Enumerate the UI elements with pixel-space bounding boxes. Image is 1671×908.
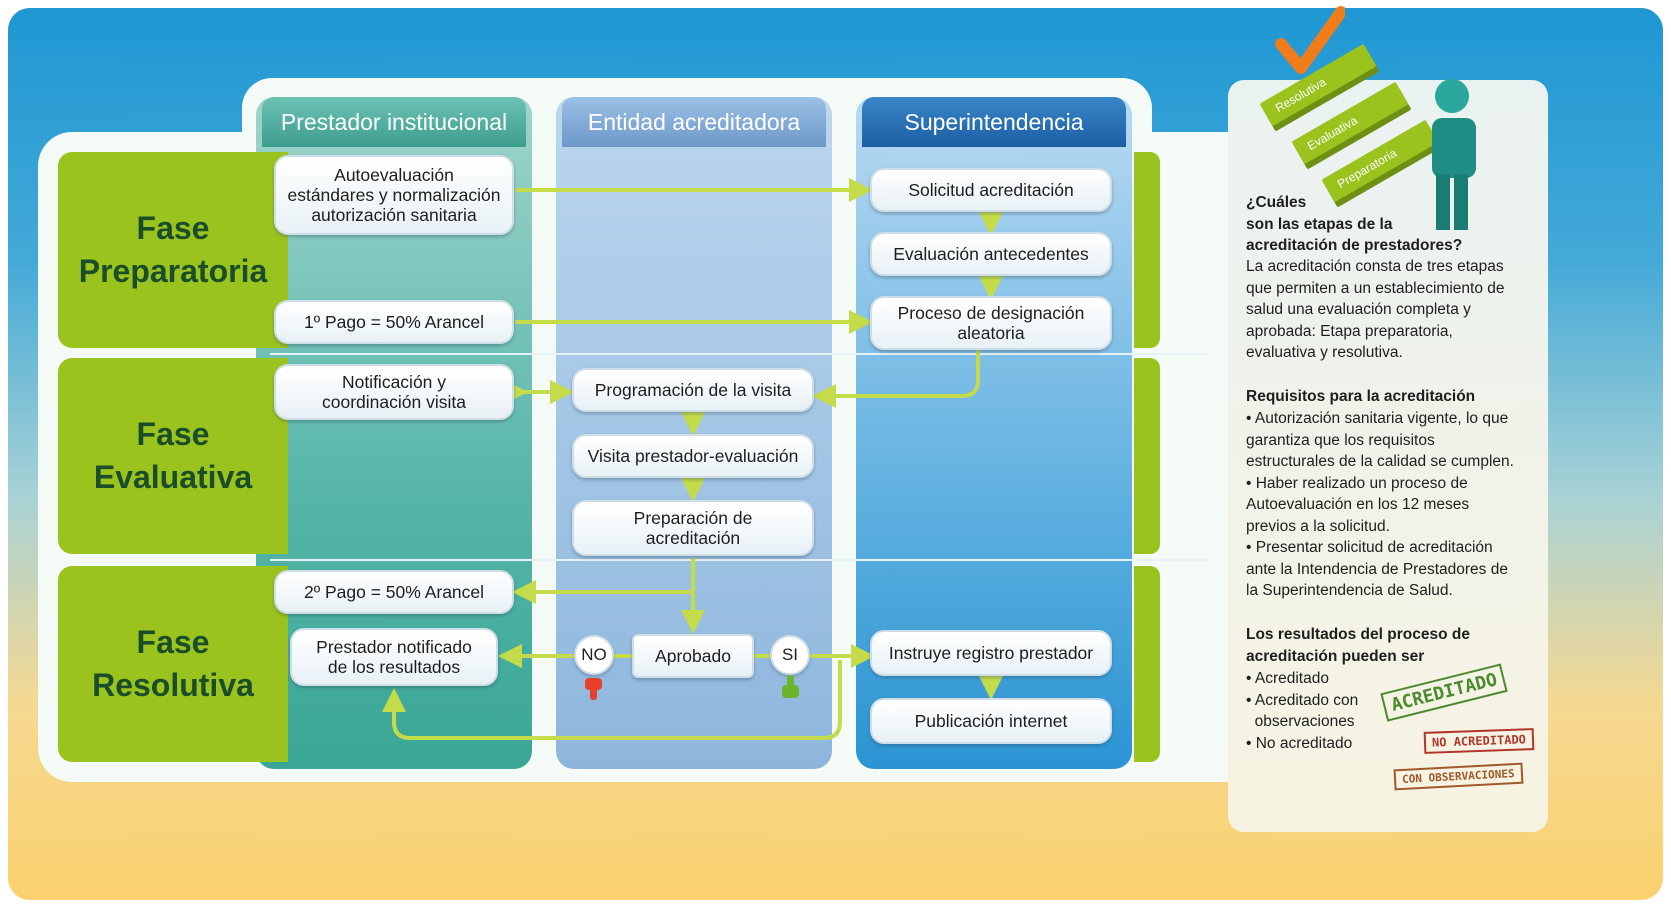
thumbs-down-icon (585, 678, 602, 700)
phase-evaluativa: Fase Evaluativa (58, 358, 288, 554)
person-figure-icon (1432, 79, 1476, 230)
box-aprobado: Aprobado (632, 634, 754, 678)
box-solicitud: Solicitud acreditación (870, 168, 1112, 212)
phase-bar-right-3 (1134, 566, 1160, 762)
box-visita: Visita prestador-evaluación (572, 434, 814, 478)
phase-bar-right-2 (1134, 358, 1160, 554)
box-publicacion: Publicación internet (870, 698, 1112, 744)
panel-requirements-body: • Autorización sanitaria vigente, lo que… (1246, 410, 1514, 599)
info-panel (1228, 80, 1548, 832)
panel-results-title: Los resultados del proceso de acreditaci… (1246, 626, 1470, 665)
phase-preparatoria: Fase Preparatoria (58, 152, 288, 348)
panel-question-title: ¿Cuáles son las etapas de la acreditació… (1246, 194, 1463, 254)
phase-evaluativa-label: Fase Evaluativa (93, 416, 253, 495)
phase-divider-1 (270, 353, 1208, 355)
checkmark-icon (1275, 6, 1345, 74)
phase-divider-2 (270, 559, 1208, 561)
arrow-designacion-programacion (812, 350, 980, 408)
arrow-preparacion-pago2 (512, 558, 695, 604)
phase-resolutiva: Fase Resolutiva (58, 566, 288, 762)
phase-resolutiva-label: Fase Resolutiva (92, 624, 254, 703)
box-programacion: Programación de la visita (572, 368, 814, 412)
box-designacion: Proceso de designación aleatoria (870, 296, 1112, 350)
stamp-no-acreditado: NO ACREDITADO (1423, 728, 1535, 754)
decision-no: NO (574, 635, 614, 675)
panel-results-body: • Acreditado • Acreditado con observacio… (1246, 670, 1359, 752)
arrow-instruye-notificado (382, 660, 842, 740)
box-instruye: Instruye registro prestador (870, 630, 1112, 676)
box-notificacion: Notificación y coordinación visita (274, 364, 514, 420)
phase-bar-right-1 (1134, 152, 1160, 348)
phase-preparatoria-label: Fase Preparatoria (78, 210, 268, 289)
box-preparacion: Preparación de acreditación (572, 500, 814, 556)
box-autoevaluacion: Autoevaluación estándares y normalizació… (274, 155, 514, 235)
decision-si: SI (770, 635, 810, 675)
panel-question-body: La acreditación consta de tres etapas qu… (1246, 258, 1505, 361)
column-header-superintendencia: Superintendencia (862, 97, 1126, 147)
thumbs-up-icon (782, 675, 799, 698)
box-pago1: 1º Pago = 50% Arancel (274, 300, 514, 344)
box-prestador-notificado: Prestador notificado de los resultados (290, 628, 498, 686)
column-header-prestador: Prestador institucional (262, 97, 526, 147)
panel-requirements-title: Requisitos para la acreditación (1246, 388, 1476, 405)
column-header-entidad: Entidad acreditadora (562, 97, 826, 147)
box-evaluacion-antecedentes: Evaluación antecedentes (870, 232, 1112, 276)
box-pago2: 2º Pago = 50% Arancel (274, 570, 514, 614)
